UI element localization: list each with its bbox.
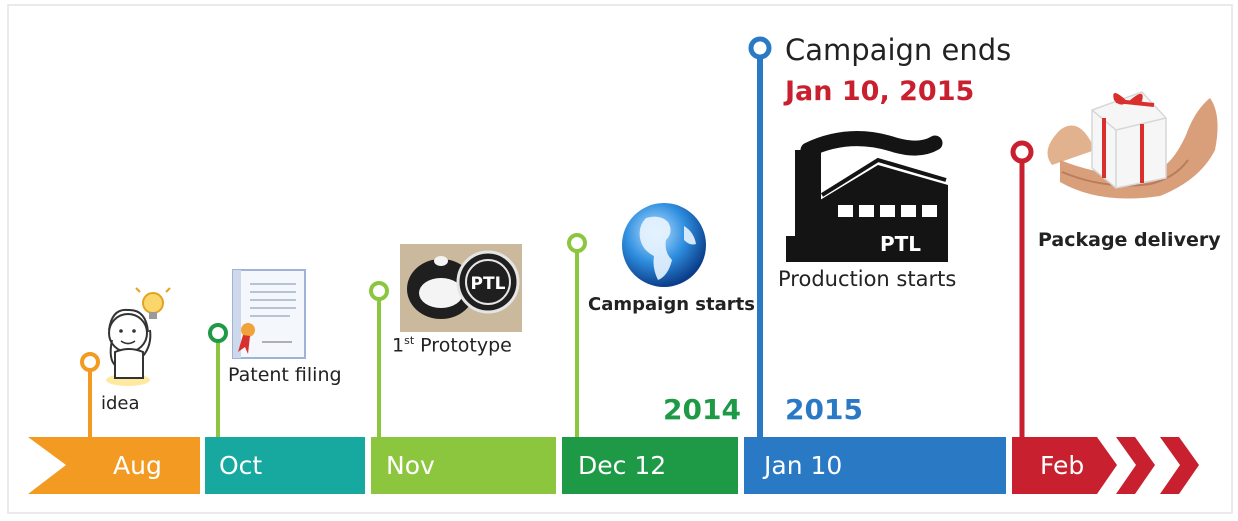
marker-campaign-end	[748, 36, 772, 60]
segment-nov	[371, 437, 556, 494]
segment-label-nov: Nov	[386, 451, 435, 480]
marker-prototype	[369, 281, 389, 301]
prototype-word: Prototype	[414, 334, 512, 357]
gift-hands-icon	[1047, 91, 1218, 199]
segment-aug	[28, 437, 200, 494]
segment-dec	[562, 437, 738, 494]
year-2014: 2014	[663, 393, 741, 426]
marker-campaign-start	[567, 233, 587, 253]
label-campaign-starts: Campaign starts	[588, 294, 755, 315]
year-2015: 2015	[785, 393, 863, 426]
segment-oct	[205, 437, 365, 494]
seal-icon	[241, 323, 255, 337]
milestone-markers	[80, 36, 1034, 437]
patent-document-icon	[232, 269, 306, 359]
globe-icon	[622, 203, 706, 287]
label-production-starts: Production starts	[778, 267, 957, 291]
chevron-1-icon	[1116, 437, 1155, 494]
marker-delivery	[1010, 140, 1034, 164]
factory-icon	[786, 131, 948, 262]
segment-label-aug: Aug	[113, 451, 162, 480]
frame-border	[7, 4, 1233, 514]
segment-feb	[1012, 437, 1117, 494]
label-package-delivery: Package delivery	[1038, 229, 1221, 251]
light-bulb-icon	[142, 292, 164, 314]
label-patent-filing: Patent filing	[228, 364, 342, 386]
timeline-bar	[28, 437, 1199, 494]
prototype-logo-text: PTL	[471, 274, 506, 294]
label-campaign-end-date: Jan 10, 2015	[785, 76, 975, 107]
factory-logo-text: PTL	[880, 232, 922, 256]
prototype-ordinal: st	[404, 334, 415, 347]
segment-label-oct: Oct	[219, 451, 263, 480]
label-idea: idea	[101, 393, 140, 414]
segment-label-feb: Feb	[1040, 451, 1085, 480]
idea-person-icon	[106, 287, 171, 386]
segment-jan	[744, 437, 1006, 494]
ribbon-bow-icon	[1113, 92, 1143, 105]
prototype-number: 1	[392, 334, 405, 357]
marker-idea	[80, 352, 100, 372]
label-prototype: 1st Prototype	[392, 334, 512, 356]
segment-label-dec: Dec 12	[578, 451, 667, 480]
label-campaign-ends: Campaign ends	[785, 33, 1012, 67]
marker-patent	[208, 323, 228, 343]
prototype-photo-icon: PTL	[400, 244, 522, 332]
segment-label-jan: Jan 10	[764, 451, 843, 480]
chevron-2-icon	[1160, 437, 1199, 494]
